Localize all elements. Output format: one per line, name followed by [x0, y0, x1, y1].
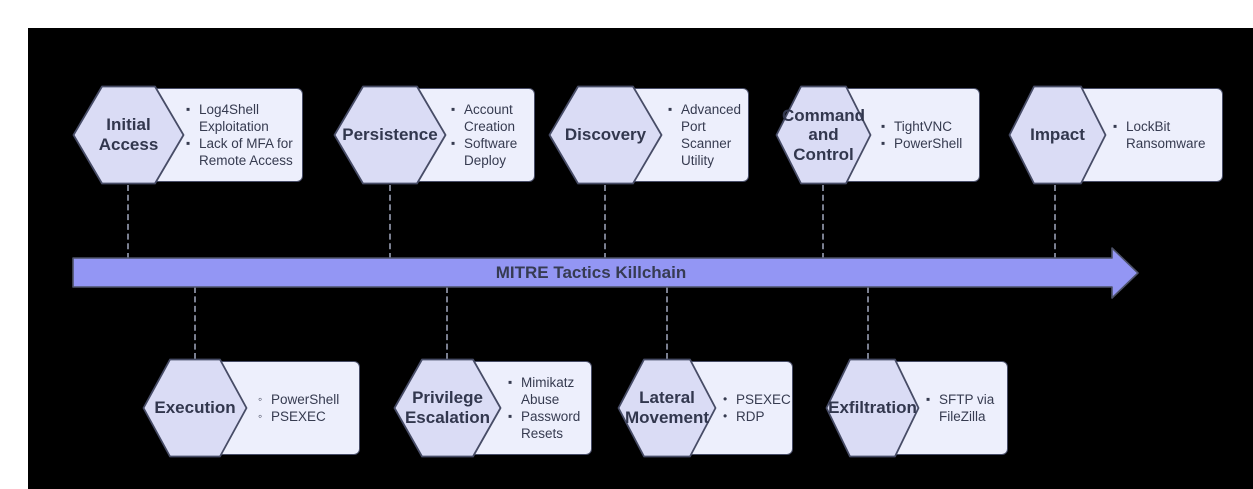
technique-item: ▪ SFTP via FileZilla [926, 391, 1003, 425]
technique-text: PSEXEC [271, 409, 326, 424]
bullet-icon: ▪ [186, 102, 191, 116]
technique-item: ▪ Advanced Port Scanner Utility [668, 101, 744, 169]
hexagon-shape [333, 85, 447, 185]
hexagon-shape [393, 358, 502, 458]
tactic-exfiltration: ▪ SFTP via FileZilla Exfiltration [825, 358, 1008, 458]
tactic-label: Impact [1030, 125, 1085, 145]
technique-text: Log4Shell Exploitation [199, 102, 269, 134]
tactic-label: Privilege Escalation [404, 388, 491, 427]
technique-text: TightVNC [894, 119, 953, 134]
hexagon-shape [617, 358, 717, 458]
connector-persistence [389, 185, 391, 259]
tactic-lateral-movement: • PSEXEC • RDP Lateral Movement [617, 358, 793, 458]
bullet-icon: ▪ [1113, 119, 1118, 133]
technique-item: • RDP [723, 408, 788, 425]
hexagon-shape [825, 358, 920, 458]
connector-exfiltration [867, 287, 869, 359]
technique-text: Password Resets [521, 409, 581, 441]
hexagon-shape [142, 358, 248, 458]
bullet-icon: • [723, 409, 728, 423]
connector-lateral-movement [666, 287, 668, 359]
bullet-icon: ◦ [258, 409, 263, 423]
connector-command-and-control [822, 185, 824, 259]
bullet-icon: ▪ [451, 136, 456, 150]
hexagon-shape [72, 85, 185, 185]
technique-text: Software Deploy [464, 136, 518, 168]
technique-item: • PSEXEC [723, 391, 791, 408]
tactic-discovery: ▪ Advanced Port Scanner Utility Discover… [548, 85, 749, 185]
technique-text: LockBit Ransomware [1126, 119, 1206, 151]
tactic-initial-access: ▪ Log4Shell Exploitation ▪ Lack of MFA f… [72, 85, 303, 185]
hexagon-shape [548, 85, 663, 185]
tactic-label: Lateral Movement [624, 388, 710, 427]
technique-text: Lack of MFA for Remote Access [199, 136, 293, 168]
bullet-icon: ▪ [186, 136, 191, 150]
technique-text: Mimikatz Abuse [521, 375, 575, 407]
bullet-icon: ▪ [668, 102, 673, 116]
technique-item: ▪ Account Creation [451, 101, 530, 135]
connector-initial-access [127, 185, 129, 259]
technique-text: PSEXEC [736, 392, 791, 407]
connector-impact [1054, 185, 1056, 259]
killchain-arrow [72, 247, 1139, 299]
technique-item: ▪ LockBit Ransomware [1113, 118, 1218, 152]
tactic-label: Persistence [342, 125, 438, 145]
technique-item: ▪ PowerShell [881, 135, 975, 152]
tactic-impact: ▪ LockBit Ransomware Impact [1008, 85, 1223, 185]
technique-text: PowerShell [271, 392, 340, 407]
technique-item: ◦ PowerShell [258, 391, 355, 408]
technique-text: PowerShell [894, 136, 963, 151]
connector-discovery [604, 185, 606, 259]
tactic-label: Command and Control [781, 105, 866, 164]
technique-item: ▪ Software Deploy [451, 135, 530, 169]
bullet-icon: ▪ [926, 392, 931, 406]
hexagon-shape [1008, 85, 1107, 185]
technique-item: ▪ Lack of MFA for Remote Access [186, 135, 298, 169]
technique-item: ▪ Password Resets [508, 408, 587, 442]
technique-text: Account Creation [464, 102, 516, 134]
tactic-privilege-escalation: ▪ Mimikatz Abuse ▪ Password Resets Privi… [393, 358, 592, 458]
bullet-icon: ▪ [451, 102, 456, 116]
technique-item: ▪ Log4Shell Exploitation [186, 101, 298, 135]
bullet-icon: ▪ [508, 409, 513, 423]
bullet-icon: ▪ [881, 136, 886, 150]
technique-item: ◦ PSEXEC [258, 408, 355, 425]
technique-item: ▪ TightVNC [881, 118, 975, 135]
tactic-label: Execution [154, 398, 236, 418]
tactic-execution: ◦ PowerShell ◦ PSEXEC Execution [142, 358, 360, 458]
technique-item: ▪ Mimikatz Abuse [508, 374, 587, 408]
technique-text: Advanced Port Scanner Utility [681, 102, 742, 168]
tactic-label: Discovery [564, 125, 647, 145]
bullet-icon: ▪ [508, 375, 513, 389]
killchain-arrow-label: MITRE Tactics Killchain [495, 263, 687, 282]
tactic-label: Initial Access [98, 115, 159, 154]
tactic-persistence: ▪ Account Creation ▪ Software Deploy Per… [333, 85, 535, 185]
technique-text: SFTP via FileZilla [939, 392, 995, 424]
connector-execution [194, 287, 196, 359]
hexagon-shape [775, 85, 872, 185]
connector-privilege-escalation [446, 287, 448, 359]
bullet-icon: • [723, 392, 728, 406]
bullet-icon: ◦ [258, 392, 263, 406]
bullet-icon: ▪ [881, 119, 886, 133]
tactic-label: Exfiltration [828, 398, 917, 418]
tactic-command-and-control: ▪ TightVNC ▪ PowerShell Command and Cont… [775, 85, 980, 185]
technique-text: RDP [736, 409, 765, 424]
